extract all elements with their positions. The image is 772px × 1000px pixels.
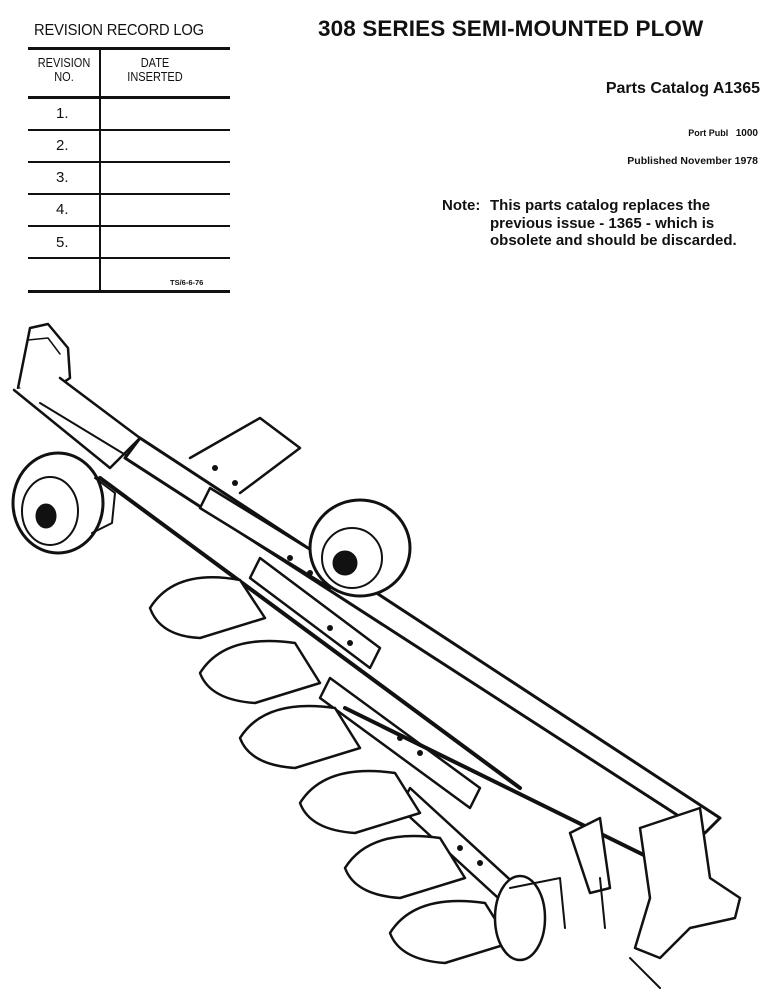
three-point-hitch-icon	[568, 806, 742, 989]
published-date: Published November 1978	[627, 155, 758, 167]
obsolete-note: Note: This parts catalog replaces the pr…	[442, 197, 767, 250]
document-title: 308 SERIES SEMI-MOUNTED PLOW	[318, 16, 704, 41]
catalog-number: Parts Catalog A1365	[605, 80, 760, 97]
note-label: Note:	[442, 197, 481, 214]
publication-label: Port Publ	[688, 128, 729, 138]
moldboard-bottoms-icon	[148, 576, 512, 965]
revision-log-top-rule	[28, 47, 230, 50]
revision-row-4: 4.	[56, 201, 69, 218]
revision-row-1: 1.	[56, 105, 69, 122]
revision-no-header-line1: REVISION	[37, 56, 91, 70]
form-code: TS/6-6-76	[170, 278, 204, 287]
revision-row-2: 2.	[56, 137, 69, 154]
revision-log-header-rule	[28, 96, 230, 99]
revision-row-rule	[28, 129, 230, 131]
revision-log-title: REVISION RECORD LOG	[34, 22, 204, 39]
main-frame-icon	[98, 416, 722, 920]
revision-log-bottom-rule	[28, 290, 230, 293]
revision-row-3: 3.	[56, 169, 69, 186]
revision-no-header: REVISION NO.	[32, 56, 95, 84]
plow-illustration	[11, 322, 742, 989]
note-text: This parts catalog replaces the previous…	[490, 197, 737, 249]
revision-row-rule	[28, 193, 230, 195]
transport-wheel-icon	[11, 451, 116, 555]
revision-row-rule	[28, 225, 230, 227]
revision-row-5: 5.	[56, 234, 69, 251]
coulter-disc-icon	[493, 874, 566, 962]
hitch-mast-icon	[12, 322, 181, 489]
date-inserted-header: DATE INSERTED	[115, 56, 194, 84]
publication-number: Port Publ 1000	[688, 128, 758, 139]
bolt-details	[212, 465, 483, 866]
date-inserted-header-line1: DATE	[140, 56, 170, 70]
gauge-wheel-icon	[308, 498, 412, 598]
revision-log-column-divider	[99, 49, 101, 292]
revision-no-header-line2: NO.	[54, 70, 74, 84]
revision-row-rule	[28, 257, 230, 259]
publication-value: 1000	[735, 128, 758, 139]
date-inserted-header-line2: INSERTED	[127, 70, 183, 84]
revision-row-rule	[28, 161, 230, 163]
